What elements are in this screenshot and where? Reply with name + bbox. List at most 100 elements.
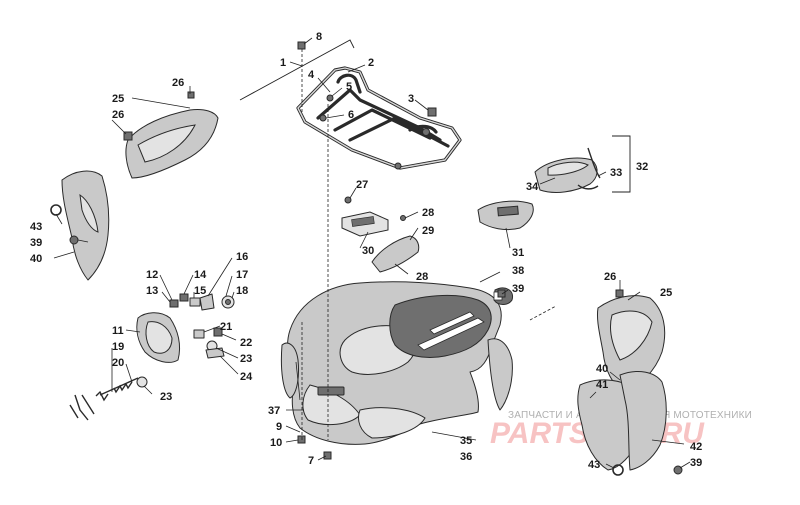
callout-33: 33 (610, 167, 622, 179)
leader-38 (479, 271, 501, 283)
nut-7 (323, 451, 332, 460)
callout-22: 22 (240, 337, 252, 349)
callout-9: 9 (276, 421, 282, 433)
callout-26-top: 26 (172, 77, 184, 89)
bulb-15 (189, 297, 201, 307)
leader-14 (183, 274, 194, 295)
callout-34: 34 (526, 181, 539, 193)
callout-29: 29 (422, 225, 434, 237)
leader-33 (597, 171, 607, 177)
leader-18 (231, 291, 235, 299)
panel-screw-26 (344, 196, 352, 204)
leader-42 (651, 439, 685, 445)
leader-29 (409, 227, 419, 241)
right-headlight-housing (358, 407, 426, 439)
cap-32-top (547, 161, 589, 176)
fender-crease (295, 361, 301, 401)
grommet-43-left (50, 204, 62, 216)
center-panels (341, 147, 601, 273)
nut-10 (297, 435, 306, 444)
fender-decal-stripe-2 (429, 311, 475, 335)
callout-7: 7 (308, 455, 314, 467)
rack-frame-outer-highlight (297, 67, 461, 169)
clip-38 (497, 289, 506, 298)
leader-24 (219, 355, 239, 375)
leader-39-left (77, 239, 89, 243)
rack-crossbar-3 (348, 116, 450, 148)
storage-lid-handle (497, 205, 519, 217)
leader-43-right (605, 463, 615, 469)
callout-39-right: 39 (690, 457, 702, 469)
leader-3 (414, 99, 429, 111)
leader-31 (505, 227, 511, 249)
screw-head (95, 390, 109, 402)
spring-20 (113, 381, 133, 394)
callout-17: 17 (236, 269, 248, 281)
callout-25-left: 25 (112, 93, 124, 105)
screw-28 (400, 215, 406, 221)
leader-34 (539, 177, 556, 185)
callout-41: 41 (596, 379, 608, 391)
leader-41 (589, 391, 597, 399)
leader-43-left (55, 213, 63, 225)
fender-decal-stripe (417, 317, 485, 351)
leader-11 (125, 329, 141, 333)
callout-4: 4 (308, 69, 315, 81)
rack-bolt-rear (394, 162, 402, 170)
callout-2: 2 (368, 57, 374, 69)
callout-14: 14 (194, 269, 207, 281)
callout-25-right: 25 (660, 287, 672, 299)
headlight-assembly (69, 293, 235, 421)
leader-4 (317, 77, 331, 93)
callout-21: 21 (220, 321, 232, 333)
callout-5: 5 (346, 81, 352, 93)
bulb-socket-13 (169, 299, 179, 308)
callout-39-left: 39 (30, 237, 42, 249)
bulb-17-center (225, 299, 231, 305)
bulb-14 (179, 293, 189, 302)
rack-bolt-6 (319, 114, 327, 122)
left-mud-flap (61, 170, 110, 281)
callout-27: 27 (356, 179, 368, 191)
callout-23-lower: 23 (160, 391, 172, 403)
bracket-32 (612, 135, 631, 193)
rack-rear-loop (408, 124, 438, 134)
callout-16: 16 (236, 251, 248, 263)
callout-35: 35 (460, 435, 472, 447)
leader-30 (359, 231, 369, 249)
leader-21 (203, 325, 221, 333)
leader-39-center (501, 289, 509, 295)
rack-bolt-5 (326, 94, 334, 102)
leader-23 (215, 347, 239, 359)
callout-10: 10 (270, 437, 282, 449)
leader-10 (285, 439, 299, 443)
leader-2 (347, 64, 366, 73)
callout-19: 19 (112, 341, 124, 353)
callout-12: 12 (146, 269, 158, 281)
callout-26-right: 26 (604, 271, 616, 283)
leader-16 (207, 257, 233, 297)
grommet-39-left (69, 235, 79, 245)
callout-42: 42 (690, 441, 702, 453)
leader-13 (161, 291, 171, 303)
leader-25-right (627, 291, 641, 301)
leader-5 (331, 87, 343, 97)
callout-36: 36 (460, 451, 472, 463)
leader-28b (394, 263, 409, 275)
headlight-lens (145, 321, 173, 354)
callout-28-lower: 28 (416, 271, 428, 283)
leader-22 (221, 333, 237, 341)
bolt-3 (427, 107, 437, 117)
left-footwell-panel-face (137, 124, 196, 163)
leader-23b (143, 385, 153, 395)
tether-33 (587, 147, 601, 179)
callout-26-left: 26 (112, 109, 124, 121)
callout-11: 11 (112, 325, 124, 337)
wire-harness-ghost (69, 394, 95, 421)
nut-22 (213, 327, 223, 337)
leader-1 (289, 61, 303, 67)
callout-38: 38 (512, 265, 524, 277)
grommet-43-right (612, 464, 624, 476)
